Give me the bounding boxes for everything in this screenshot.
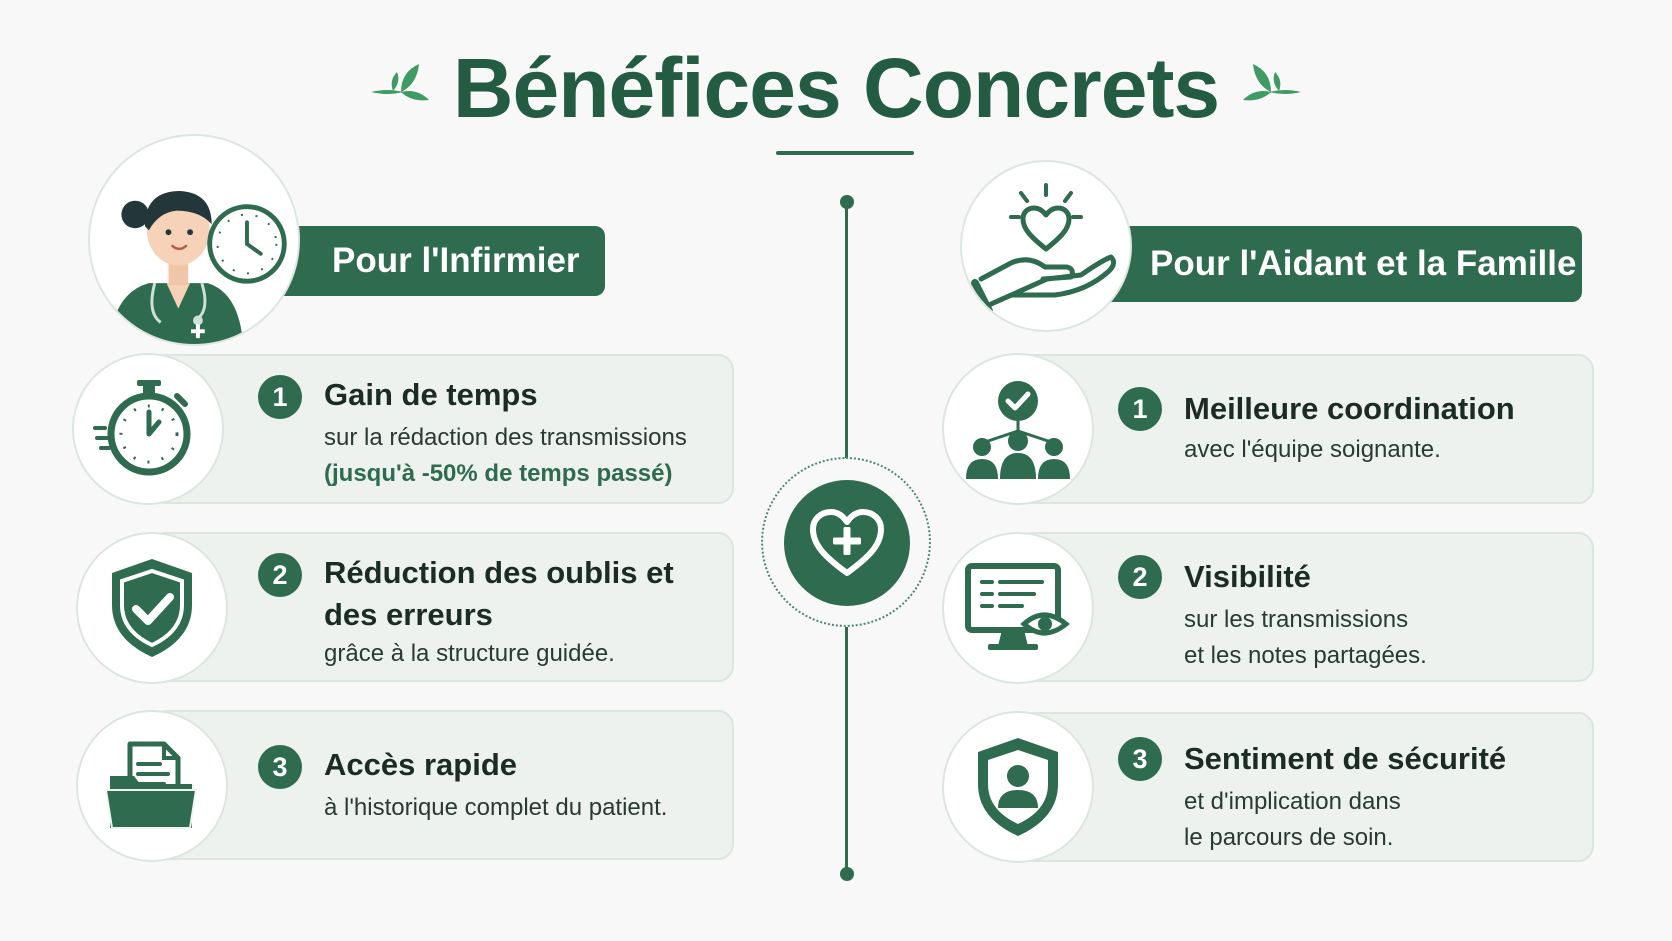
right-card-1: [1016, 354, 1594, 504]
timeline-dot-top: [840, 195, 854, 209]
card-description: grâce à la structure guidée.: [324, 640, 615, 667]
card-title-line-2: des erreurs: [324, 597, 493, 632]
shield-check-icon: [76, 532, 228, 684]
card-description: avec l'équipe soignante.: [1184, 436, 1441, 463]
timeline-line-top: [845, 200, 848, 458]
number-badge: 3: [258, 745, 302, 789]
left-heading-banner: Pour l'Infirmier: [262, 226, 605, 296]
number-badge: 1: [1118, 387, 1162, 431]
card-title: Meilleure coordination: [1184, 391, 1515, 426]
right-heading: Pour l'Aidant et la Famille: [1150, 244, 1577, 283]
stopwatch-icon: [72, 353, 224, 505]
number-badge: 1: [258, 375, 302, 419]
number-badge: 2: [1118, 555, 1162, 599]
page-title: Bénéfices Concrets: [452, 41, 1220, 135]
card-title: Sentiment de sécurité: [1184, 741, 1507, 776]
number-badge: 2: [258, 553, 302, 597]
card-highlight: (jusqu'à -50% de temps passé): [324, 460, 673, 487]
team-check-icon: [942, 353, 1094, 505]
number-badge: 3: [1118, 737, 1162, 781]
timeline-dot-bottom: [840, 867, 854, 881]
header: Bénéfices Concrets: [0, 38, 1672, 138]
leaf-left-icon: [367, 58, 431, 118]
left-heading: Pour l'Infirmier: [332, 241, 580, 280]
left-card-1: [150, 354, 734, 504]
timeline-line-bottom: [845, 627, 848, 874]
right-card-2: [1016, 532, 1594, 682]
card-description-line-1: et d'implication dans: [1184, 788, 1401, 815]
card-title-line-1: Réduction des oublis et: [324, 555, 674, 590]
card-description-line-2: et les notes partagées.: [1184, 642, 1427, 669]
leaf-right-icon: [1241, 58, 1305, 118]
folder-document-icon: [76, 710, 228, 862]
monitor-eye-icon: [942, 532, 1094, 684]
hand-heart-avatar: [960, 160, 1132, 332]
card-title: Visibilité: [1184, 559, 1311, 594]
card-title: Accès rapide: [324, 747, 517, 782]
title-underline: [776, 151, 914, 155]
card-description: à l'historique complet du patient.: [324, 794, 668, 821]
shield-person-icon: [942, 711, 1094, 863]
card-description: sur la rédaction des transmissions: [324, 424, 687, 451]
nurse-icon: [109, 190, 287, 344]
center-ring: [761, 457, 931, 627]
nurse-avatar: [88, 134, 300, 346]
heart-plus-icon: [784, 480, 910, 606]
right-card-3: [1016, 712, 1594, 862]
hand-heart-icon: [971, 183, 1117, 315]
card-description-line-1: sur les transmissions: [1184, 606, 1409, 633]
card-description-line-2: le parcours de soin.: [1184, 824, 1394, 851]
left-card-2: [150, 532, 734, 682]
left-card-3: [150, 710, 734, 860]
card-title: Gain de temps: [324, 377, 538, 412]
right-heading-banner: Pour l'Aidant et la Famille: [1090, 226, 1582, 302]
